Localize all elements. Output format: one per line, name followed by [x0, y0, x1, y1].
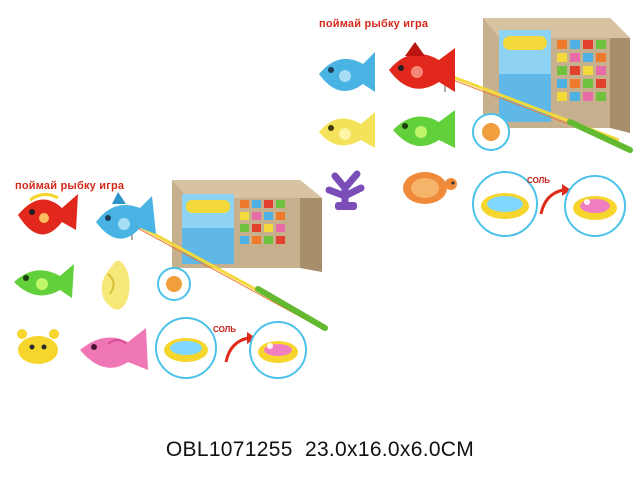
yellow-fish-icon [319, 112, 375, 148]
blue-fish-icon [319, 52, 375, 92]
game-title-label: поймай рыбку игра [15, 180, 125, 192]
curved-arrow-icon [224, 332, 256, 363]
net-detail-circle [472, 171, 538, 237]
product-panel-upper-right: поймай рыбку игра [305, 8, 640, 238]
shell-icon [101, 260, 130, 310]
turtle-icon [403, 172, 457, 204]
product-info-footer: OBL1071255 23.0x16.0x6.0CM [0, 438, 640, 462]
bowl-detail-circle [564, 175, 626, 237]
curved-arrow-icon [539, 184, 571, 215]
pink-fish-icon [80, 328, 148, 370]
green-fish-icon [393, 110, 455, 148]
red-fish-icon [18, 193, 78, 235]
red-fish-icon [389, 42, 455, 92]
fishing-rod [444, 72, 633, 153]
fishing-rod [131, 220, 328, 331]
packaging-box [172, 180, 322, 272]
product-code: OBL1071255 [165, 438, 293, 461]
salt-label: СОЛЬ [213, 325, 236, 334]
bowl-detail-circle [249, 321, 307, 379]
box-tile-grid [557, 40, 606, 101]
crab-icon [17, 329, 59, 364]
net-detail-circle [155, 317, 217, 379]
product-dimensions: 23.0x16.0x6.0CM [304, 438, 475, 461]
game-title-label: поймай рыбку игра [319, 18, 429, 30]
panel-a-illustration [14, 180, 328, 379]
green-fish-icon [14, 264, 74, 298]
product-panel-lower-left: поймай рыбку игра [0, 170, 335, 385]
salt-label: СОЛЬ [527, 176, 550, 185]
hook-detail-circle [472, 113, 510, 151]
blue-fish-icon [96, 192, 156, 239]
coral-icon [325, 170, 365, 210]
box-tile-grid [240, 200, 285, 244]
hook-detail-circle [157, 267, 191, 301]
panel-b-illustration [319, 18, 633, 237]
